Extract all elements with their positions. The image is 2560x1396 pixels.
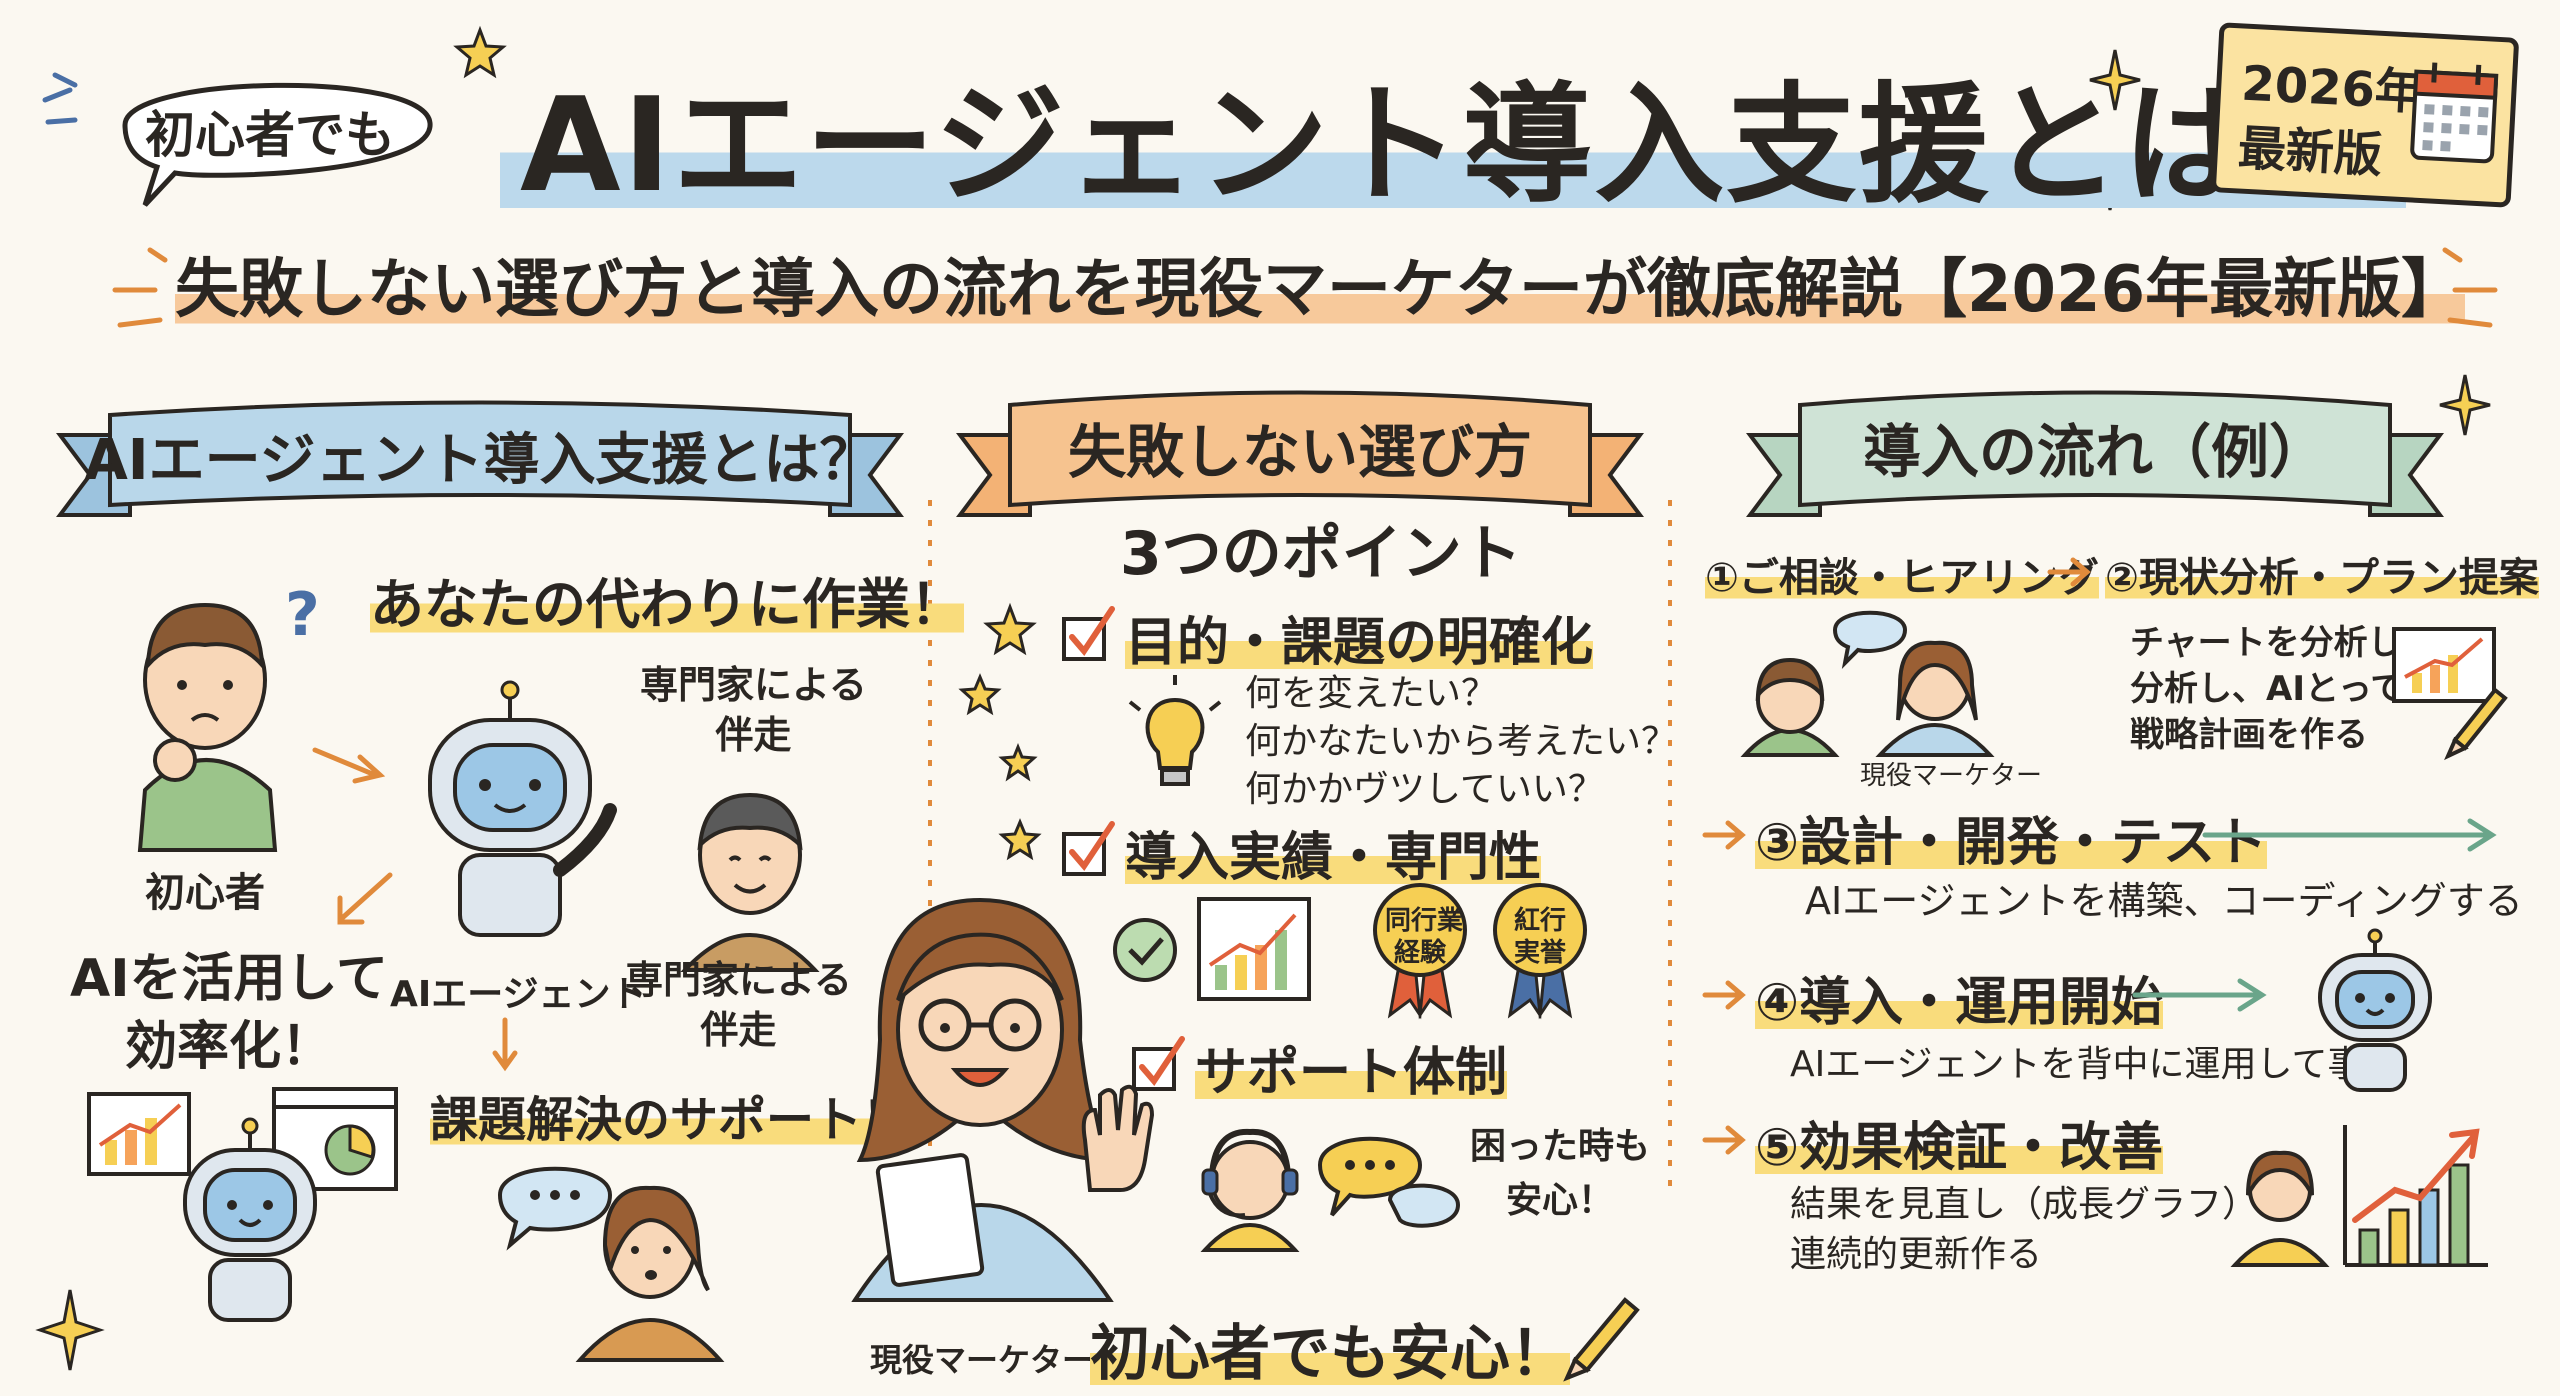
section-banner	[1746, 390, 2444, 517]
waving-hand	[1081, 1084, 1155, 1192]
marketer-label: 現役マーケター	[870, 1341, 1095, 1379]
speech-bubble-icon	[122, 82, 433, 207]
point1-notes: 何を変えたい？ 何かなたいから考えたい？ 何かかヴツしていい？	[1245, 673, 1678, 810]
point2-title: 導入実績・専門性	[1125, 815, 1542, 890]
badge-edition: 最新版	[2236, 120, 2384, 184]
beginner-illustration	[137, 602, 278, 852]
point1-title: 目的・課題の明確化	[1125, 600, 1594, 675]
woman-illustration	[2230, 1150, 2330, 1267]
column-divider	[928, 500, 932, 1300]
arrow-icon	[312, 747, 386, 784]
step2: ②現状分析・プラン提案	[2105, 545, 2539, 603]
arrow-icon	[492, 1017, 518, 1072]
step5-desc: 結果を見直し（成長グラフ）を 連続的更新作る	[1790, 1184, 2295, 1275]
step1: ①ご相談・ヒアリング	[1705, 545, 2099, 603]
year-badge: 2026年 最新版	[2210, 22, 2520, 208]
arrow-icon	[1702, 820, 1746, 850]
left-banner-title: AIエージェント導入支援とは？	[84, 428, 876, 493]
consultation-illustration	[1740, 610, 1995, 757]
section-banner	[956, 390, 1644, 517]
page-subtitle: 失敗しない選び方と導入の流れを現役マーケターが徹底解説【2026年最新版】	[175, 250, 2466, 330]
arrow-icon	[337, 872, 393, 925]
step4-desc: AIエージェントを背中に運用して事業	[1790, 1044, 2400, 1085]
expert-illustration	[680, 792, 820, 972]
section-banner	[56, 400, 904, 517]
pencil-icon	[1563, 1297, 1640, 1382]
support-text: 課題解決のサポート！	[430, 1080, 911, 1150]
arrow-icon	[1702, 1125, 1746, 1155]
agent-label: AIエージェント	[390, 974, 647, 1015]
arrow-icon	[2047, 557, 2091, 587]
star-icon	[453, 25, 507, 79]
bottom-reassure: 初心者でも安心！	[1090, 1305, 1570, 1392]
chart-icon	[87, 1092, 191, 1176]
page-title: AIエージェント導入支援とは？	[500, 70, 2407, 220]
long-arrow	[2132, 978, 2267, 1012]
step3: ③設計・開発・テスト	[1755, 800, 2268, 875]
right-banner-title: 導入の流れ（例）	[1862, 418, 2327, 486]
expert-label: 専門家による 伴走	[625, 958, 852, 1052]
expert-top-label: 専門家による 伴走	[640, 663, 867, 757]
growth-chart-icon	[2343, 1125, 2488, 1267]
reassure-text: 困った時も 安心！	[1470, 1126, 1651, 1221]
medal-icon	[1493, 883, 1587, 1020]
step2-desc: チャートを分析し 分析し、AIとって 戦略計画を作る	[2130, 623, 2405, 755]
chart-icon	[1197, 897, 1311, 1001]
column-divider	[1668, 500, 1672, 1200]
right-marketer-label: 現役マーケター	[1860, 761, 2043, 791]
sparkle-icon	[35, 1289, 105, 1371]
robot-illustration	[428, 680, 617, 937]
star-icon	[998, 742, 1038, 782]
dash-decoration	[112, 247, 168, 328]
question-mark: ?	[285, 580, 320, 650]
speech-bubble-icon	[497, 1166, 613, 1251]
medal1-label: 同行業 経験	[1385, 906, 1464, 968]
check-circle-icon	[1113, 918, 1177, 982]
efficiency-text: AIを活用して 効率化！	[70, 949, 389, 1077]
star-icon	[983, 602, 1037, 656]
star-icon	[998, 818, 1042, 861]
robot-small-illustration	[2318, 928, 2432, 1092]
checkbox-icon	[1132, 1036, 1185, 1091]
robot-small-illustration	[183, 1117, 317, 1322]
calendar-icon	[2410, 62, 2499, 164]
pencil-icon	[2444, 687, 2508, 761]
arrow-icon	[1702, 980, 1746, 1010]
medal2-label: 紅行 実誉	[1513, 906, 1566, 968]
step3-desc: AIエージェントを構築、コーディングする	[1805, 879, 2523, 923]
points-title: 3つのポイント	[1120, 519, 1522, 589]
step4: ④導入・運用開始	[1755, 960, 2164, 1035]
lightbulb-icon	[1128, 675, 1222, 786]
header-bubble-text: 初心者でも	[145, 106, 395, 164]
middle-banner-title: 失敗しない選び方	[1067, 418, 1532, 486]
point3-title: サポート体制	[1195, 1030, 1508, 1105]
long-arrow	[2202, 818, 2497, 852]
speech-bubble-icon	[1317, 1136, 1461, 1228]
headset-icon	[1200, 1128, 1300, 1252]
dash-decoration	[2442, 247, 2498, 328]
step5: ⑤効果検証・改善	[1755, 1105, 2164, 1180]
dash-decoration	[42, 72, 78, 125]
checkbox-icon	[1062, 821, 1115, 876]
chart-icon	[2392, 627, 2496, 703]
checkbox-icon	[1062, 606, 1115, 661]
sparkle-icon	[2439, 374, 2491, 436]
medal-icon	[1373, 883, 1467, 1020]
left-headline: あなたの代わりに作業！	[370, 560, 964, 639]
beginner-label: 初心者	[145, 870, 265, 916]
star-icon	[958, 673, 1002, 716]
woman-illustration	[575, 1185, 725, 1362]
